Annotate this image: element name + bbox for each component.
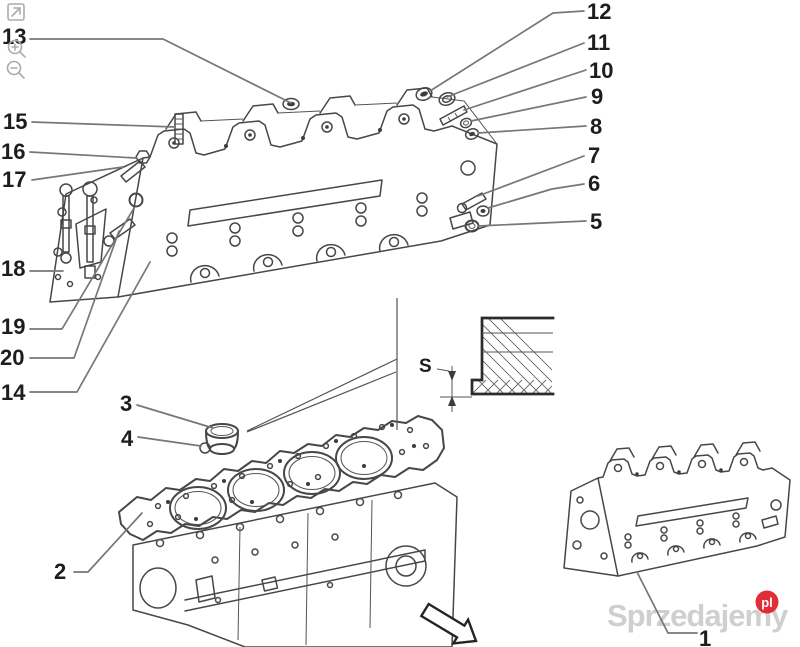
callout-17: 17 <box>2 167 26 192</box>
fullscreen-icon[interactable] <box>7 3 25 21</box>
callout-6: 6 <box>588 171 600 196</box>
callout-2: 2 <box>54 559 66 584</box>
engine-block-drawing <box>132 482 458 647</box>
callout-19: 19 <box>1 314 25 339</box>
callout-15: 15 <box>3 109 27 134</box>
callout-9: 9 <box>591 84 603 109</box>
callout-18: 18 <box>1 256 25 281</box>
callout-7: 7 <box>588 143 600 168</box>
viewer-controls[interactable] <box>6 3 26 79</box>
cylinder-head-drawing <box>49 87 498 303</box>
callout-14: 14 <box>1 380 26 405</box>
callout-3: 3 <box>120 391 132 416</box>
callout-16: 16 <box>1 139 25 164</box>
zoom-in-icon[interactable] <box>7 39 26 58</box>
callout-12: 12 <box>587 0 611 24</box>
watermark: Sprzedajemy pl <box>607 590 790 633</box>
head-gasket-drawing <box>118 415 445 541</box>
callout-5: 5 <box>590 209 602 234</box>
small-parts-drawing <box>59 86 490 455</box>
callout-1: 1 <box>699 626 711 647</box>
direction-arrow <box>419 602 478 645</box>
callout-11: 11 <box>587 30 610 55</box>
callout-8: 8 <box>590 114 602 139</box>
gasket-section-detail <box>246 298 555 433</box>
assembled-head-drawing <box>563 441 791 577</box>
callout-numbers: 1 3 15 16 17 18 19 20 14 12 11 10 9 8 7 6… <box>0 0 711 647</box>
callout-4: 4 <box>121 426 134 451</box>
callout-10: 10 <box>589 58 613 83</box>
zoom-out-icon[interactable] <box>6 60 25 79</box>
watermark-pl-badge <box>755 590 779 614</box>
callout-20: 20 <box>0 345 24 370</box>
section-label: S <box>419 356 432 377</box>
watermark-tld: pl <box>761 595 773 610</box>
callout-leader-lines <box>29 10 698 634</box>
